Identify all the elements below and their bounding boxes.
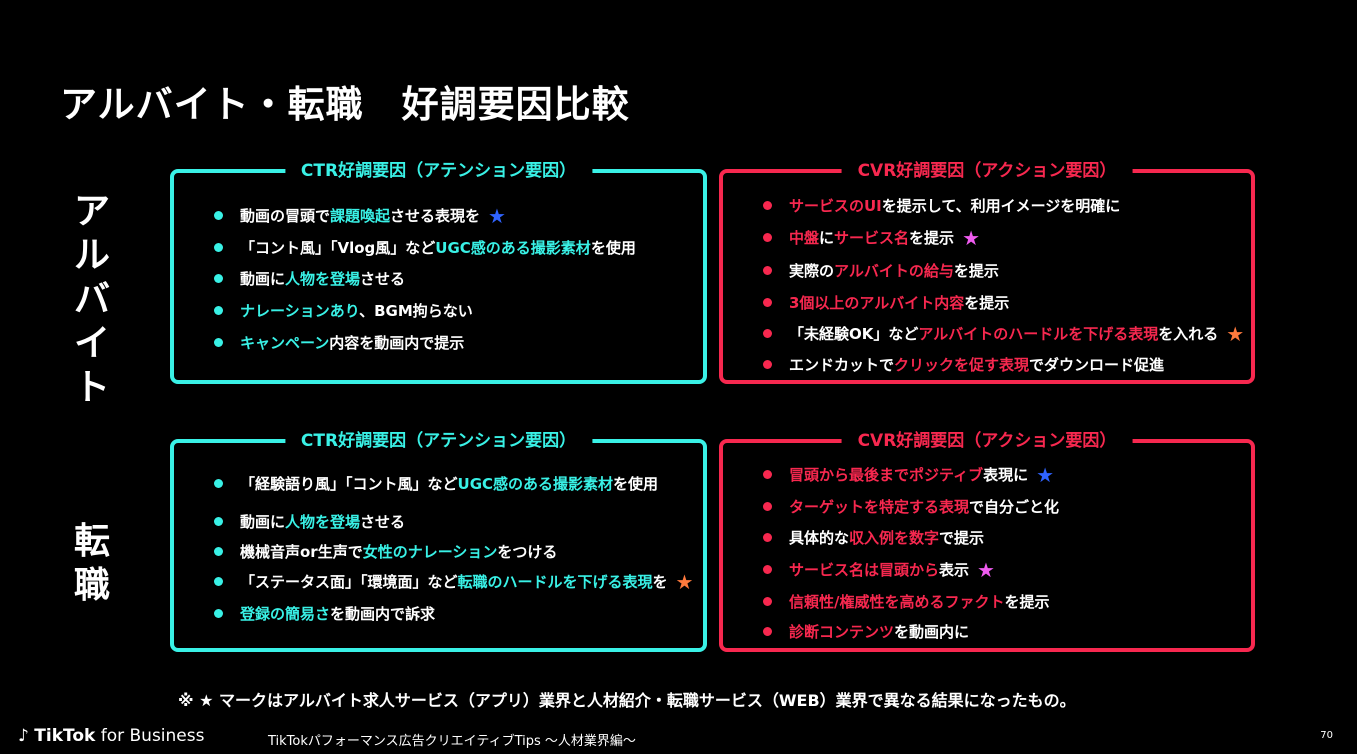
tiktok-note-icon: ♪ [18,726,29,746]
bullet-dot [763,233,772,242]
footer-text: TikTokパフォーマンス広告クリエイティブTips ～人材業界編～ [268,734,636,749]
item-text: 3個以上のアルバイト内容を提示 [789,294,1010,312]
item-text: 「コント風」「Vlog風」などUGC感のある撮影素材を使用 [240,239,636,257]
bullet-dot [763,597,772,606]
item-text: サービス名は冒頭から表示★ [789,558,995,582]
pink-star-icon: ★ [962,226,980,250]
tenshoku-cvr-box: CVR好調要因（アクション要因） 冒頭から最後までポジティブ表現に★ ターゲットを… [719,429,1255,652]
blue-star-icon: ★ [1036,463,1055,487]
page-number: 70 [1320,730,1333,741]
item-text: 登録の簡易さを動画内で訴求 [240,605,436,623]
orange-star-icon: ★ [675,570,694,594]
item-text: エンドカットでクリックを促す表現でダウンロード促進 [789,356,1165,374]
arubaito-ctr-box: CTR好調要因（アテンション要因） 動画の冒頭で課題喚起させる表現を★ 「コント風… [170,159,707,384]
bullet-dot [214,306,223,315]
section-label-tenshoku: 転職 [73,521,110,606]
arubaito-cvr-box: CVR好調要因（アクション要因） サービスのUIを提示して、利用イメージを明確に… [719,159,1255,384]
bullet-dot [763,502,772,511]
bullet-dot [763,201,772,210]
bullet-dot [763,329,772,338]
item-text: 機械音声or生声で女性のナレーションをつける [240,543,558,561]
bullet-dot [763,565,772,574]
bullet-dot [214,547,223,556]
item-text: ナレーションあり、BGM拘らない [240,302,473,320]
item-text: 実際のアルバイトの給与を提示 [789,262,999,280]
box-title: CVR好調要因（アクション要因） [841,159,1133,183]
item-text: サービスのUIを提示して、利用イメージを明確に [789,197,1121,215]
tenshoku-ctr-box: CTR好調要因（アテンション要因） 「経験語り風」「コント風」などUGC感のある… [170,429,707,652]
section-label-arubaito: アルバイト [73,191,110,408]
item-text: ターゲットを特定する表現で自分ごと化 [789,498,1060,516]
page-title: アルバイト・転職 好調要因比較 [60,83,630,126]
bullet-dot [763,266,772,275]
bullet-dot [763,360,772,369]
bullet-dot [214,338,223,347]
item-text: 「経験語り風」「コント風」などUGC感のある撮影素材を使用 [240,475,659,493]
bullet-dot [214,577,223,586]
bullet-dot [214,243,223,252]
bullet-dot [214,479,223,488]
bullet-dot [214,517,223,526]
bullet-dot [763,470,772,479]
blue-star-icon: ★ [488,204,506,228]
item-text: 信頼性/権威性を高めるファクトを提示 [789,593,1050,611]
bullet-dot [763,627,772,636]
box-title: CTR好調要因（アテンション要因） [284,159,593,183]
footnote: ※ ★ マークはアルバイト求人サービス（アプリ）業界と人材紹介・転職サービス（W… [178,691,1076,710]
item-text: 中盤にサービス名を提示★ [789,226,980,250]
tiktok-business-logo: ♪ TikTok for Business [18,726,205,746]
item-text: 診断コンテンツを動画内に [789,623,970,641]
bullet-dot [214,211,223,220]
item-text: 動画に人物を登場させる [240,513,406,531]
item-text: キャンペーン内容を動画内で提示 [240,334,465,352]
box-title: CTR好調要因（アテンション要因） [284,429,593,453]
pink-star-icon: ★ [977,558,995,582]
bullet-dot [214,609,223,618]
bullet-dot [763,298,772,307]
item-text: 具体的な収入例を数字で提示 [789,529,985,547]
item-text: 「ステータス面」「環境面」など転職のハードルを下げる表現を★ [240,570,694,594]
item-text: 動画の冒頭で課題喚起させる表現を★ [240,204,506,228]
item-text: 「未経験OK」などアルバイトのハードルを下げる表現を入れる★ [789,322,1245,346]
item-text: 動画に人物を登場させる [240,270,406,288]
bullet-dot [763,533,772,542]
box-title: CVR好調要因（アクション要因） [841,429,1133,453]
bullet-dot [214,274,223,283]
orange-star-icon: ★ [1226,322,1245,346]
item-text: 冒頭から最後までポジティブ表現に★ [789,463,1055,487]
